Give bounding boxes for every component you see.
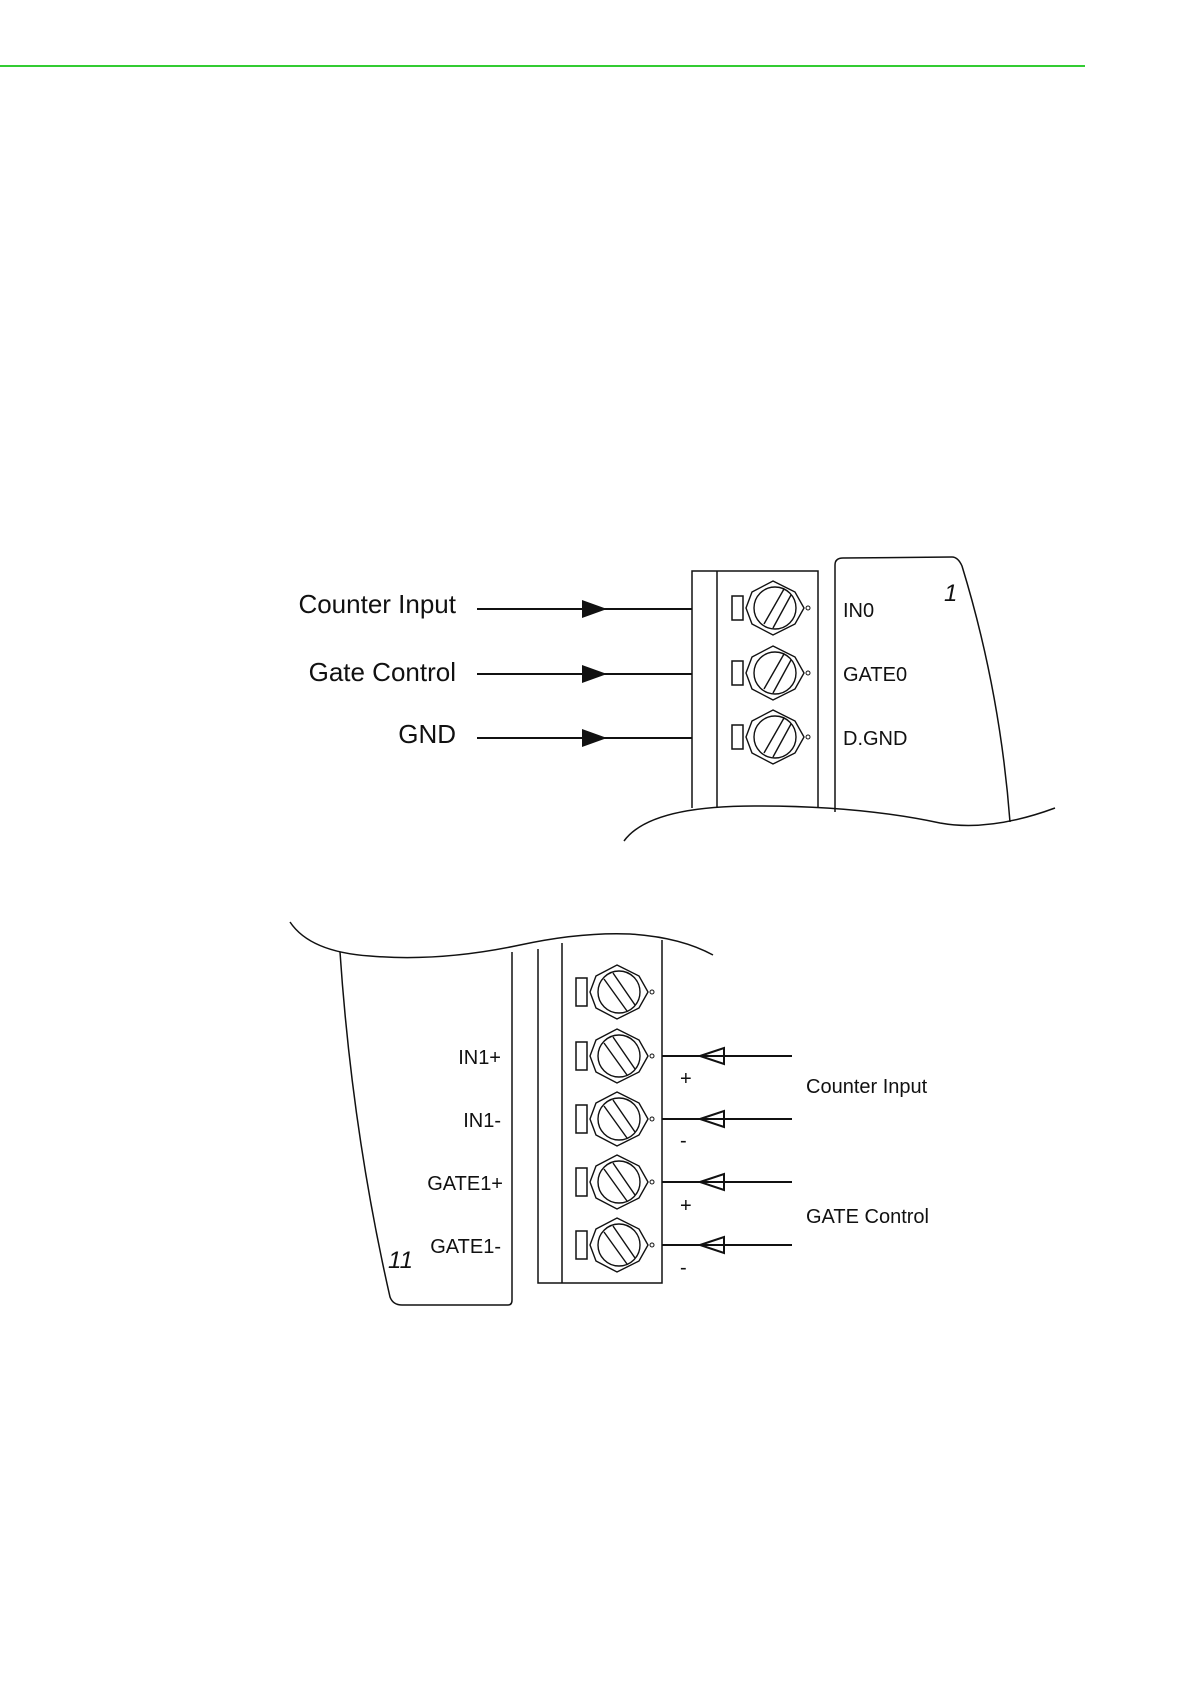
top-pin-label: GATE0 [843,664,907,686]
bottom-pin-number: 11 [388,1247,413,1274]
top-screw-terminal [732,710,810,764]
top-diagram: Counter Input Gate Control GND IN0 GATE0… [298,557,1055,841]
top-pin-label: D.GND [843,728,907,750]
bottom-pin-label: IN1- [463,1110,501,1132]
top-signal-label: Gate Control [309,657,456,687]
bottom-screw-terminal [576,1092,654,1146]
top-module-body [835,557,1010,822]
top-signal-label: GND [398,719,456,749]
bottom-diagram: IN1+ IN1- GATE1+ GATE1- 11 + - + - Count… [290,922,929,1305]
bottom-screw-terminal [576,1155,654,1209]
bottom-screw-terminal [576,1218,654,1272]
bottom-screw-terminal [576,1029,654,1083]
bottom-signal-label: Counter Input [806,1076,928,1098]
top-pin-label: IN0 [843,600,874,622]
top-pin-number: 1 [944,580,957,607]
top-signal-label: Counter Input [298,589,456,619]
bottom-pin-label: GATE1- [430,1236,501,1258]
bottom-cut-line [290,922,713,958]
polarity-mark: + [680,1195,692,1217]
bottom-screw-terminal [576,965,654,1019]
top-arrow-icon [582,665,607,683]
bottom-signal-label: GATE Control [806,1206,929,1228]
polarity-mark: - [680,1130,687,1152]
bottom-pin-label: IN1+ [458,1047,501,1069]
polarity-mark: + [680,1068,692,1090]
top-screw-terminal [732,581,810,635]
bottom-pin-label: GATE1+ [427,1173,503,1195]
top-terminal-block [692,571,818,808]
polarity-mark: - [680,1257,687,1279]
top-arrow-icon [582,600,607,618]
top-arrow-icon [582,729,607,747]
top-cut-line [624,806,1055,841]
top-screw-terminal [732,646,810,700]
